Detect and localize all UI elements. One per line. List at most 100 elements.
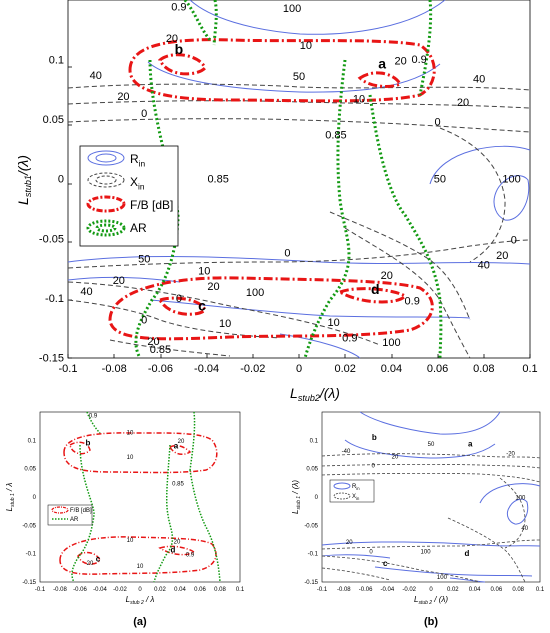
b-contour-label: -40	[342, 449, 351, 455]
main-contour-label: 20	[147, 336, 159, 348]
main-contour-label: 20	[457, 97, 469, 109]
panel-a-caption: (a)	[133, 616, 147, 628]
main-contour-label: 20	[113, 275, 125, 287]
a-ytick-label: -0.1	[26, 552, 37, 558]
panel-a-legend-labels: F/B [dB] AR	[70, 508, 92, 523]
legend-xin-icon	[87, 172, 125, 188]
main-ytick-label: 0	[58, 174, 64, 186]
b-xtick-label: -0.1	[317, 587, 328, 593]
main-xtick-label: -0.04	[194, 363, 219, 375]
main-contour-label: 0.85	[207, 174, 228, 186]
main-xtick-label: 0.08	[473, 363, 494, 375]
main-contour-label: 10	[300, 40, 312, 52]
main-xlabel: Lstub2/(λ)	[290, 385, 340, 403]
panel-a-ylabel: Lstub 1 / λ	[5, 483, 16, 512]
b-contour-label: 0	[369, 550, 373, 556]
a-ytick-label: 0.05	[24, 467, 36, 473]
panel-a-legend-box	[47, 504, 93, 526]
a-point-b: b	[86, 438, 91, 447]
a-xtick-label: -0.04	[93, 587, 107, 593]
b-point-b: b	[372, 433, 377, 442]
main-point-d: d	[371, 281, 380, 297]
panel-b-ylabel: Lstub 1 / (λ)	[291, 480, 302, 514]
main-contour-label: 100	[502, 174, 520, 186]
main-contour-label: 0	[141, 314, 147, 326]
legend-ar-icon	[86, 219, 126, 237]
b-xtick-label: -0.08	[337, 587, 351, 593]
b-legend-label: Xin	[352, 494, 360, 501]
b-point-d: d	[465, 549, 470, 558]
a-point-d: d	[171, 546, 176, 555]
a-contour-label: 20	[178, 439, 185, 445]
main-ytick-label: -0.15	[39, 353, 64, 365]
main-contour-label: 50	[434, 174, 446, 186]
a-contour-label: 0.9	[186, 553, 195, 559]
main-contour-label: 20	[395, 55, 407, 67]
b-contour-label: 0	[372, 464, 376, 470]
panel-a-legend-fb-icon	[51, 506, 69, 514]
main-ytick-label: -0.1	[45, 293, 64, 305]
main-contour-label: 50	[293, 71, 305, 83]
a-ytick-label: -0.05	[22, 523, 36, 529]
a-ytick-label: -0.15	[22, 580, 36, 586]
b-ytick-label: -0.1	[308, 552, 319, 558]
b-ytick-label: -0.15	[304, 580, 318, 586]
main-contour-label: 0.85	[150, 344, 171, 356]
b-xtick-label: -0.04	[381, 587, 395, 593]
legend-fb-icon	[86, 195, 126, 213]
a-contour-label: 20	[87, 561, 94, 567]
b-legend-label: Rin	[352, 484, 360, 491]
b-xtick-label: 0.04	[469, 587, 481, 593]
main-contour-label: 100	[246, 287, 264, 299]
b-xtick-label: 0.02	[447, 587, 459, 593]
a-contour-label: 10	[127, 431, 134, 437]
main-contour-label: 0	[284, 248, 290, 260]
b-contour-label: 100	[515, 495, 526, 501]
main-point-b: b	[175, 41, 184, 57]
panel-a-xlabel: Lstub 2 / λ	[126, 595, 155, 606]
b-xtick-label: 0.06	[491, 587, 503, 593]
main-contour-label: 0	[511, 234, 517, 246]
main-ytick-label: -0.05	[39, 233, 64, 245]
main-contour-label: 20	[207, 281, 219, 293]
panel-b-xin-contours	[321, 453, 541, 583]
main-xtick-label: -0.06	[148, 363, 173, 375]
main-contour-label: 20	[381, 270, 393, 282]
main-contour-label: 0	[435, 116, 441, 128]
b-contour-label: 100	[421, 550, 432, 556]
main-contour-label: 20	[117, 91, 129, 103]
a-xtick-label: 0	[138, 587, 142, 593]
b-contour-label: 20	[346, 540, 353, 546]
b-contour-label: 100	[437, 575, 448, 581]
a-xtick-label: -0.06	[73, 587, 87, 593]
main-contour-label: 10	[219, 318, 231, 330]
a-legend-label: F/B [dB]	[70, 508, 92, 514]
a-xtick-label: -0.1	[35, 587, 46, 593]
main-contour-label: 40	[473, 73, 485, 85]
main-xtick-label: 0.06	[427, 363, 448, 375]
a-contour-label: 0.85	[172, 482, 184, 488]
panel-a-frame	[39, 411, 241, 583]
panel-a-legend: F/B [dB] AR	[47, 504, 93, 526]
main-legend-box	[79, 145, 179, 247]
main-contour-label: 40	[478, 260, 490, 272]
a-legend-label: AR	[70, 517, 79, 523]
a-point-a: a	[174, 441, 179, 450]
main-contour-label: 0	[141, 108, 147, 120]
main-contour-label: 40	[90, 70, 102, 82]
main-contour-label: 0.85	[325, 129, 346, 141]
main-contour-label: 100	[382, 337, 400, 349]
main-point-c: c	[198, 298, 206, 314]
